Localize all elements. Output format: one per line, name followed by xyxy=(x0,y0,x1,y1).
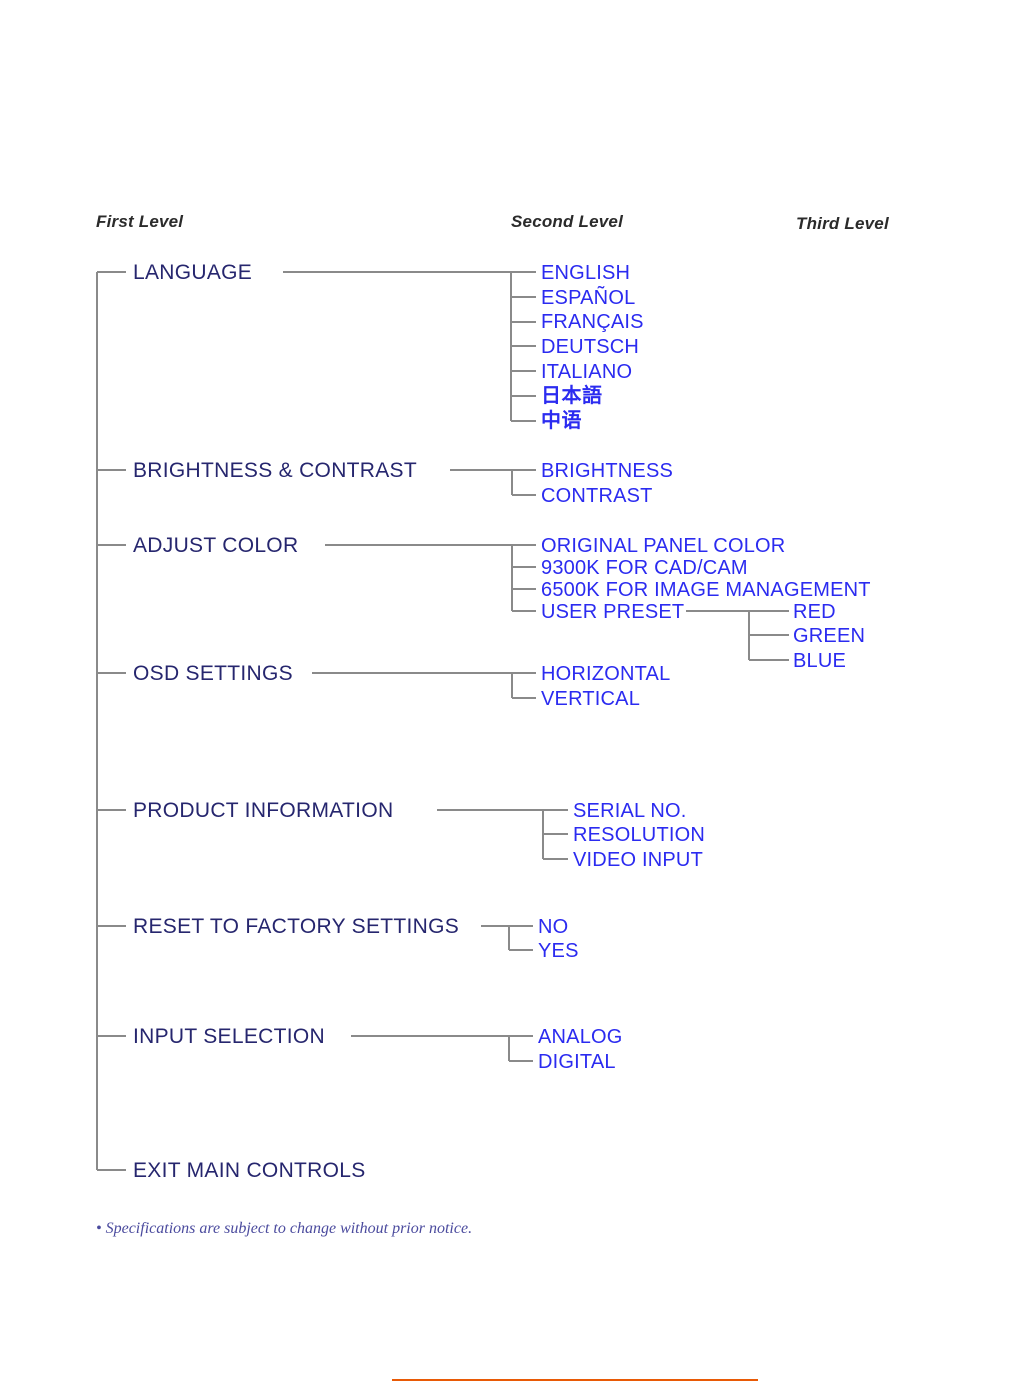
menu-item-product-information[interactable]: PRODUCT INFORMATION xyxy=(133,799,394,822)
menu-item-language[interactable]: LANGUAGE xyxy=(133,261,253,284)
menu-item-reset-to-factory-settings[interactable]: RESET TO FACTORY SETTINGS xyxy=(133,915,460,938)
submenu-item-english[interactable]: ENGLISH xyxy=(541,262,631,284)
column-header-second-level: Second Level xyxy=(511,212,623,231)
submenu-item-9300k-for-cad-cam[interactable]: 9300K FOR CAD/CAM xyxy=(541,557,748,579)
menu-item-brightness-contrast[interactable]: BRIGHTNESS & CONTRAST xyxy=(133,459,417,482)
submenu-item-green[interactable]: GREEN xyxy=(793,625,866,647)
submenu-item-red[interactable]: RED xyxy=(793,601,836,623)
submenu-item-italiano[interactable]: ITALIANO xyxy=(541,361,633,383)
submenu-item-brightness[interactable]: BRIGHTNESS xyxy=(541,460,674,482)
submenu-item-serial-no[interactable]: SERIAL NO. xyxy=(573,800,687,822)
submenu-item-horizontal[interactable]: HORIZONTAL xyxy=(541,663,671,685)
submenu-item-6500k-for-image-management[interactable]: 6500K FOR IMAGE MANAGEMENT xyxy=(541,579,871,601)
submenu-item-resolution[interactable]: RESOLUTION xyxy=(573,824,706,846)
submenu-item-no[interactable]: NO xyxy=(538,916,569,938)
submenu-item-digital[interactable]: DIGITAL xyxy=(538,1051,616,1073)
submenu-item-espanol[interactable]: ESPAÑOL xyxy=(541,287,636,309)
submenu-item-japanese[interactable]: 日本語 xyxy=(541,385,603,407)
bottom-divider-rule xyxy=(392,1379,758,1381)
column-header-third-level: Third Level xyxy=(796,214,889,233)
submenu-item-vertical[interactable]: VERTICAL xyxy=(541,688,641,710)
submenu-item-video-input[interactable]: VIDEO INPUT xyxy=(573,849,703,871)
menu-item-input-selection[interactable]: INPUT SELECTION xyxy=(133,1025,325,1048)
submenu-item-user-preset[interactable]: USER PRESET xyxy=(541,601,685,623)
footnote-specifications-notice: • Specifications are subject to change w… xyxy=(96,1220,473,1237)
submenu-item-yes[interactable]: YES xyxy=(538,940,579,962)
submenu-item-contrast[interactable]: CONTRAST xyxy=(541,485,653,507)
menu-item-osd-settings[interactable]: OSD SETTINGS xyxy=(133,662,293,685)
menu-item-exit-main-controls[interactable]: EXIT MAIN CONTROLS xyxy=(133,1159,366,1182)
column-header-first-level: First Level xyxy=(96,212,184,231)
submenu-item-analog[interactable]: ANALOG xyxy=(538,1026,623,1048)
menu-item-adjust-color[interactable]: ADJUST COLOR xyxy=(133,534,299,557)
submenu-item-chinese[interactable]: 中语 xyxy=(541,410,582,432)
submenu-item-blue[interactable]: BLUE xyxy=(793,650,847,672)
submenu-item-original-panel-color[interactable]: ORIGINAL PANEL COLOR xyxy=(541,535,786,557)
submenu-item-francais[interactable]: FRANÇAIS xyxy=(541,311,644,333)
submenu-item-deutsch[interactable]: DEUTSCH xyxy=(541,336,640,358)
